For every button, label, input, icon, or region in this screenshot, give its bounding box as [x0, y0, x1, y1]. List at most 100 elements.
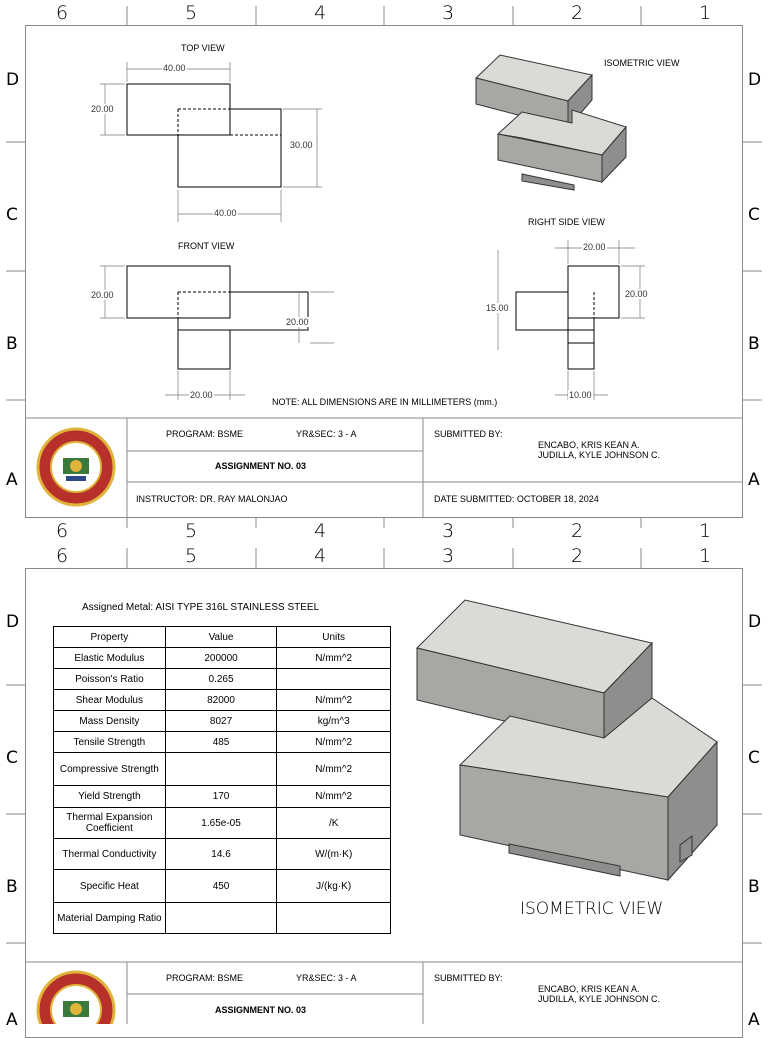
- cell-property: Tensile Strength: [53, 731, 166, 753]
- university-seal: [36, 427, 116, 507]
- dim-right-right-height: 20.00: [624, 289, 649, 299]
- table-row: Material Damping Ratio: [53, 902, 391, 934]
- zone-letter: A: [6, 1010, 18, 1030]
- zone-number: 6: [55, 520, 69, 542]
- student-name-2: JUDILLA, KYLE JOHNSON C.: [538, 450, 661, 460]
- right-view-label: RIGHT SIDE VIEW: [528, 217, 605, 227]
- submitted-by-label: SUBMITTED BY:: [434, 973, 503, 983]
- assignment-title: ASSIGNMENT NO. 03: [215, 461, 307, 471]
- assignment-title: ASSIGNMENT NO. 03: [215, 1005, 307, 1015]
- iso-view-label: ISOMETRIC VIEW: [604, 58, 680, 68]
- student-name-2: JUDILLA, KYLE JOHNSON C.: [538, 994, 661, 1004]
- instructor-text: INSTRUCTOR: DR. RAY MALONJAO: [136, 494, 288, 504]
- zone-letter: D: [6, 612, 20, 632]
- zone-number: 1: [698, 2, 712, 24]
- cell-property: Elastic Modulus: [53, 647, 166, 669]
- iso-view-label-large: ISOMETRIC VIEW: [520, 899, 664, 919]
- cell-value: 450: [164, 869, 278, 903]
- zone-letter: D: [748, 70, 762, 90]
- zone-letter: B: [6, 334, 18, 354]
- dimension-note: NOTE: ALL DIMENSIONS ARE IN MILLIMETERS …: [272, 397, 498, 407]
- header-units: Units: [276, 626, 391, 648]
- zone-number: 2: [570, 2, 584, 24]
- yrsec-text: YR&SEC: 3 - A: [296, 973, 357, 983]
- zone-number: 4: [313, 545, 327, 567]
- dim-top-width: 40.00: [162, 63, 187, 73]
- cell-value: 0.265: [164, 668, 278, 690]
- cell-value: [164, 752, 278, 786]
- zone-number: 3: [441, 545, 455, 567]
- front-view-label: FRONT VIEW: [178, 241, 235, 251]
- cell-property: Poisson's Ratio: [53, 668, 166, 690]
- zone-number: 6: [55, 2, 69, 24]
- date-submitted: DATE SUBMITTED: OCTOBER 18, 2024: [434, 494, 599, 504]
- table-header-row: Property Value Units: [53, 626, 391, 648]
- dim-front-right-height: 20.00: [285, 317, 310, 327]
- zone-number: 2: [570, 520, 584, 542]
- cell-units: N/mm^2: [276, 689, 391, 711]
- zone-letter: B: [748, 334, 760, 354]
- cell-property: Material Damping Ratio: [53, 902, 166, 934]
- cell-units: N/mm^2: [276, 785, 391, 808]
- cell-units: J/(kg·K): [276, 869, 391, 903]
- cell-value: [164, 902, 278, 934]
- top-view-label: TOP VIEW: [181, 43, 225, 53]
- cell-units: W/(m·K): [276, 838, 391, 870]
- zone-number: 3: [441, 520, 455, 542]
- zone-letter: A: [748, 470, 760, 490]
- cell-units: N/mm^2: [276, 647, 391, 669]
- dim-front-bottom-width: 20.00: [189, 390, 214, 400]
- cell-units: /K: [276, 807, 391, 839]
- cell-value: 170: [164, 785, 278, 808]
- zone-number: 4: [313, 2, 327, 24]
- cell-value: 14.6: [164, 838, 278, 870]
- cell-units: [276, 668, 391, 690]
- zone-number: 1: [698, 520, 712, 542]
- student-name-1: ENCABO, KRIS KEAN A.: [538, 440, 640, 450]
- cell-value: 8027: [164, 710, 278, 732]
- zone-number: 4: [313, 520, 327, 542]
- cell-units: N/mm^2: [276, 731, 391, 753]
- cell-units: [276, 902, 391, 934]
- zone-letter: C: [6, 205, 18, 225]
- zone-number: 2: [570, 545, 584, 567]
- zone-letter: B: [748, 877, 760, 897]
- zone-letter: C: [748, 205, 760, 225]
- zone-letter: C: [6, 748, 18, 768]
- yrsec-text: YR&SEC: 3 - A: [296, 429, 357, 439]
- cell-units: N/mm^2: [276, 752, 391, 786]
- cell-value: 485: [164, 731, 278, 753]
- zone-number: 1: [698, 545, 712, 567]
- cell-value: 200000: [164, 647, 278, 669]
- cell-property: Yield Strength: [53, 785, 166, 808]
- zone-letter: C: [748, 748, 760, 768]
- zone-letter: D: [6, 70, 20, 90]
- zone-number: 5: [184, 545, 198, 567]
- zone-number: 3: [441, 2, 455, 24]
- dim-right-top-width: 20.00: [582, 242, 607, 252]
- cell-value: 1.65e-05: [164, 807, 278, 839]
- submitted-by-label: SUBMITTED BY:: [434, 429, 503, 439]
- dim-top-height: 20.00: [90, 104, 115, 114]
- dim-right-left-height: 15.00: [485, 303, 510, 313]
- cell-property: Mass Density: [53, 710, 166, 732]
- student-name-1: ENCABO, KRIS KEAN A.: [538, 984, 640, 994]
- zone-number: 5: [184, 520, 198, 542]
- cell-property: Specific Heat: [53, 869, 166, 903]
- cell-units: kg/m^3: [276, 710, 391, 732]
- dim-top-bottom-width: 40.00: [213, 208, 238, 218]
- header-value: Value: [164, 626, 278, 648]
- header-property: Property: [53, 626, 166, 648]
